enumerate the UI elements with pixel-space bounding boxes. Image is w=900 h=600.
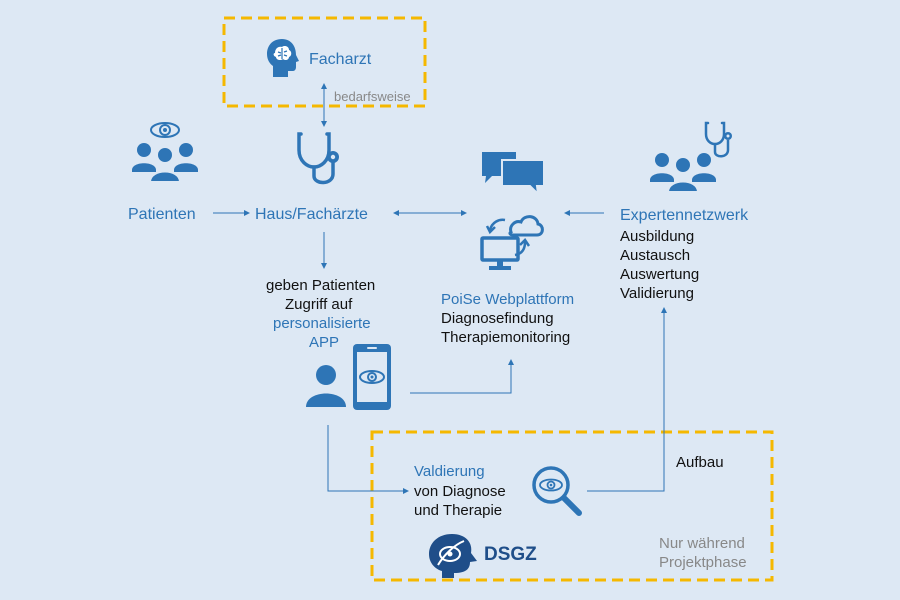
chat-bubbles-icon — [482, 152, 545, 196]
experten-item-ausbildung: Ausbildung — [620, 228, 695, 245]
projektphase-dashed-box — [370, 430, 774, 582]
dsgz-logo-icon — [429, 534, 477, 578]
validierung-line1: von Diagnose — [414, 483, 506, 500]
plattform-title: PoiSe Webplattform — [441, 291, 575, 308]
zugriff-line1: geben Patienten — [266, 277, 376, 294]
dsgz-label: DSGZ — [484, 544, 537, 565]
bedarfsweise-label: bedarfsweise — [334, 89, 411, 104]
facharzt-label: Facharzt — [309, 51, 372, 68]
person-icon — [306, 365, 346, 407]
arrow-app-plattform — [410, 359, 514, 394]
zugriff-line3: personalisierte — [273, 315, 371, 332]
magnifier-eye-icon — [532, 466, 582, 516]
experten-title: Expertennetzwerk — [620, 207, 749, 224]
plattform-line1: Diagnosefindung — [441, 310, 554, 327]
facharzt-dashed-box — [222, 16, 427, 108]
experten-item-austausch: Austausch — [620, 247, 691, 264]
aufbau-label: Aufbau — [676, 454, 724, 471]
validierung-title: Valdierung — [414, 463, 485, 480]
patient-group-icon — [132, 122, 198, 182]
expert-group-icon — [650, 121, 732, 192]
stethoscope-icon — [297, 132, 339, 185]
arrow-app-validierung — [327, 425, 409, 494]
experten-item-auswertung: Auswertung — [620, 266, 700, 283]
projektphase-line1: Nur während — [659, 535, 745, 552]
plattform-line2: Therapiemonitoring — [441, 329, 571, 346]
experten-item-validierung: Validierung — [620, 285, 694, 302]
arrow-validierung-experten — [587, 307, 667, 492]
cloud-computer-icon — [480, 215, 544, 270]
validierung-line2: und Therapie — [414, 502, 503, 519]
smartphone-eye-icon — [353, 344, 391, 410]
zugriff-line4: APP — [309, 334, 340, 351]
brain-head-icon — [267, 39, 299, 77]
hausaerzte-label: Haus/Fachärzte — [255, 206, 368, 223]
zugriff-line2: Zugriff auf — [285, 296, 353, 313]
patienten-label: Patienten — [128, 206, 196, 223]
projektphase-line2: Projektphase — [659, 554, 747, 571]
